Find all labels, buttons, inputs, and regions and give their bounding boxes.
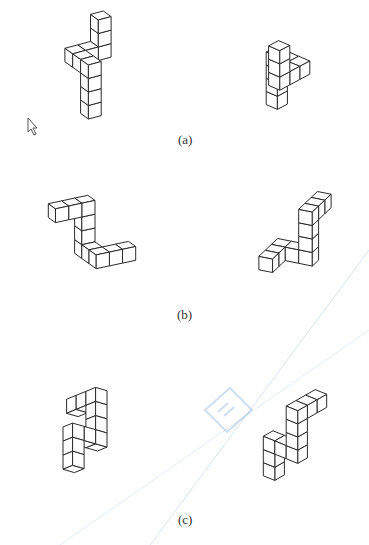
cube-face — [69, 203, 82, 220]
cube-figures — [48, 11, 331, 480]
watermark-line — [150, 250, 369, 545]
cube-face — [286, 406, 298, 424]
cursor-arrow — [28, 118, 37, 135]
cube-figure — [65, 11, 111, 119]
cube-figure — [259, 192, 331, 273]
cube-face — [290, 66, 300, 85]
cube-face — [109, 249, 122, 266]
cube-face — [88, 62, 101, 79]
cube-face — [56, 206, 69, 223]
cube-face — [273, 253, 279, 273]
cube-face — [300, 61, 310, 80]
cube-figure — [263, 390, 326, 481]
cube-face — [82, 200, 95, 217]
cube-face — [84, 426, 96, 443]
panel-label: (b) — [175, 307, 194, 323]
cube-figure — [48, 195, 135, 268]
cube-face — [96, 252, 109, 269]
cube-face — [279, 247, 285, 267]
cube-face — [319, 200, 325, 219]
cube-face — [325, 194, 331, 214]
watermark-line — [60, 330, 369, 545]
panel-label: (c) — [176, 512, 194, 528]
cube-face — [312, 206, 318, 225]
cube-figure — [266, 41, 310, 110]
cube-face — [275, 441, 286, 459]
cube-face — [98, 17, 111, 34]
panel-label: (a) — [176, 132, 194, 148]
cube-face — [73, 451, 85, 468]
watermark-logo — [205, 388, 252, 432]
cube-face — [280, 45, 290, 64]
cube-figure — [63, 387, 107, 472]
cube-face — [123, 247, 136, 264]
cube-face — [96, 430, 107, 447]
cube-face — [263, 436, 275, 454]
